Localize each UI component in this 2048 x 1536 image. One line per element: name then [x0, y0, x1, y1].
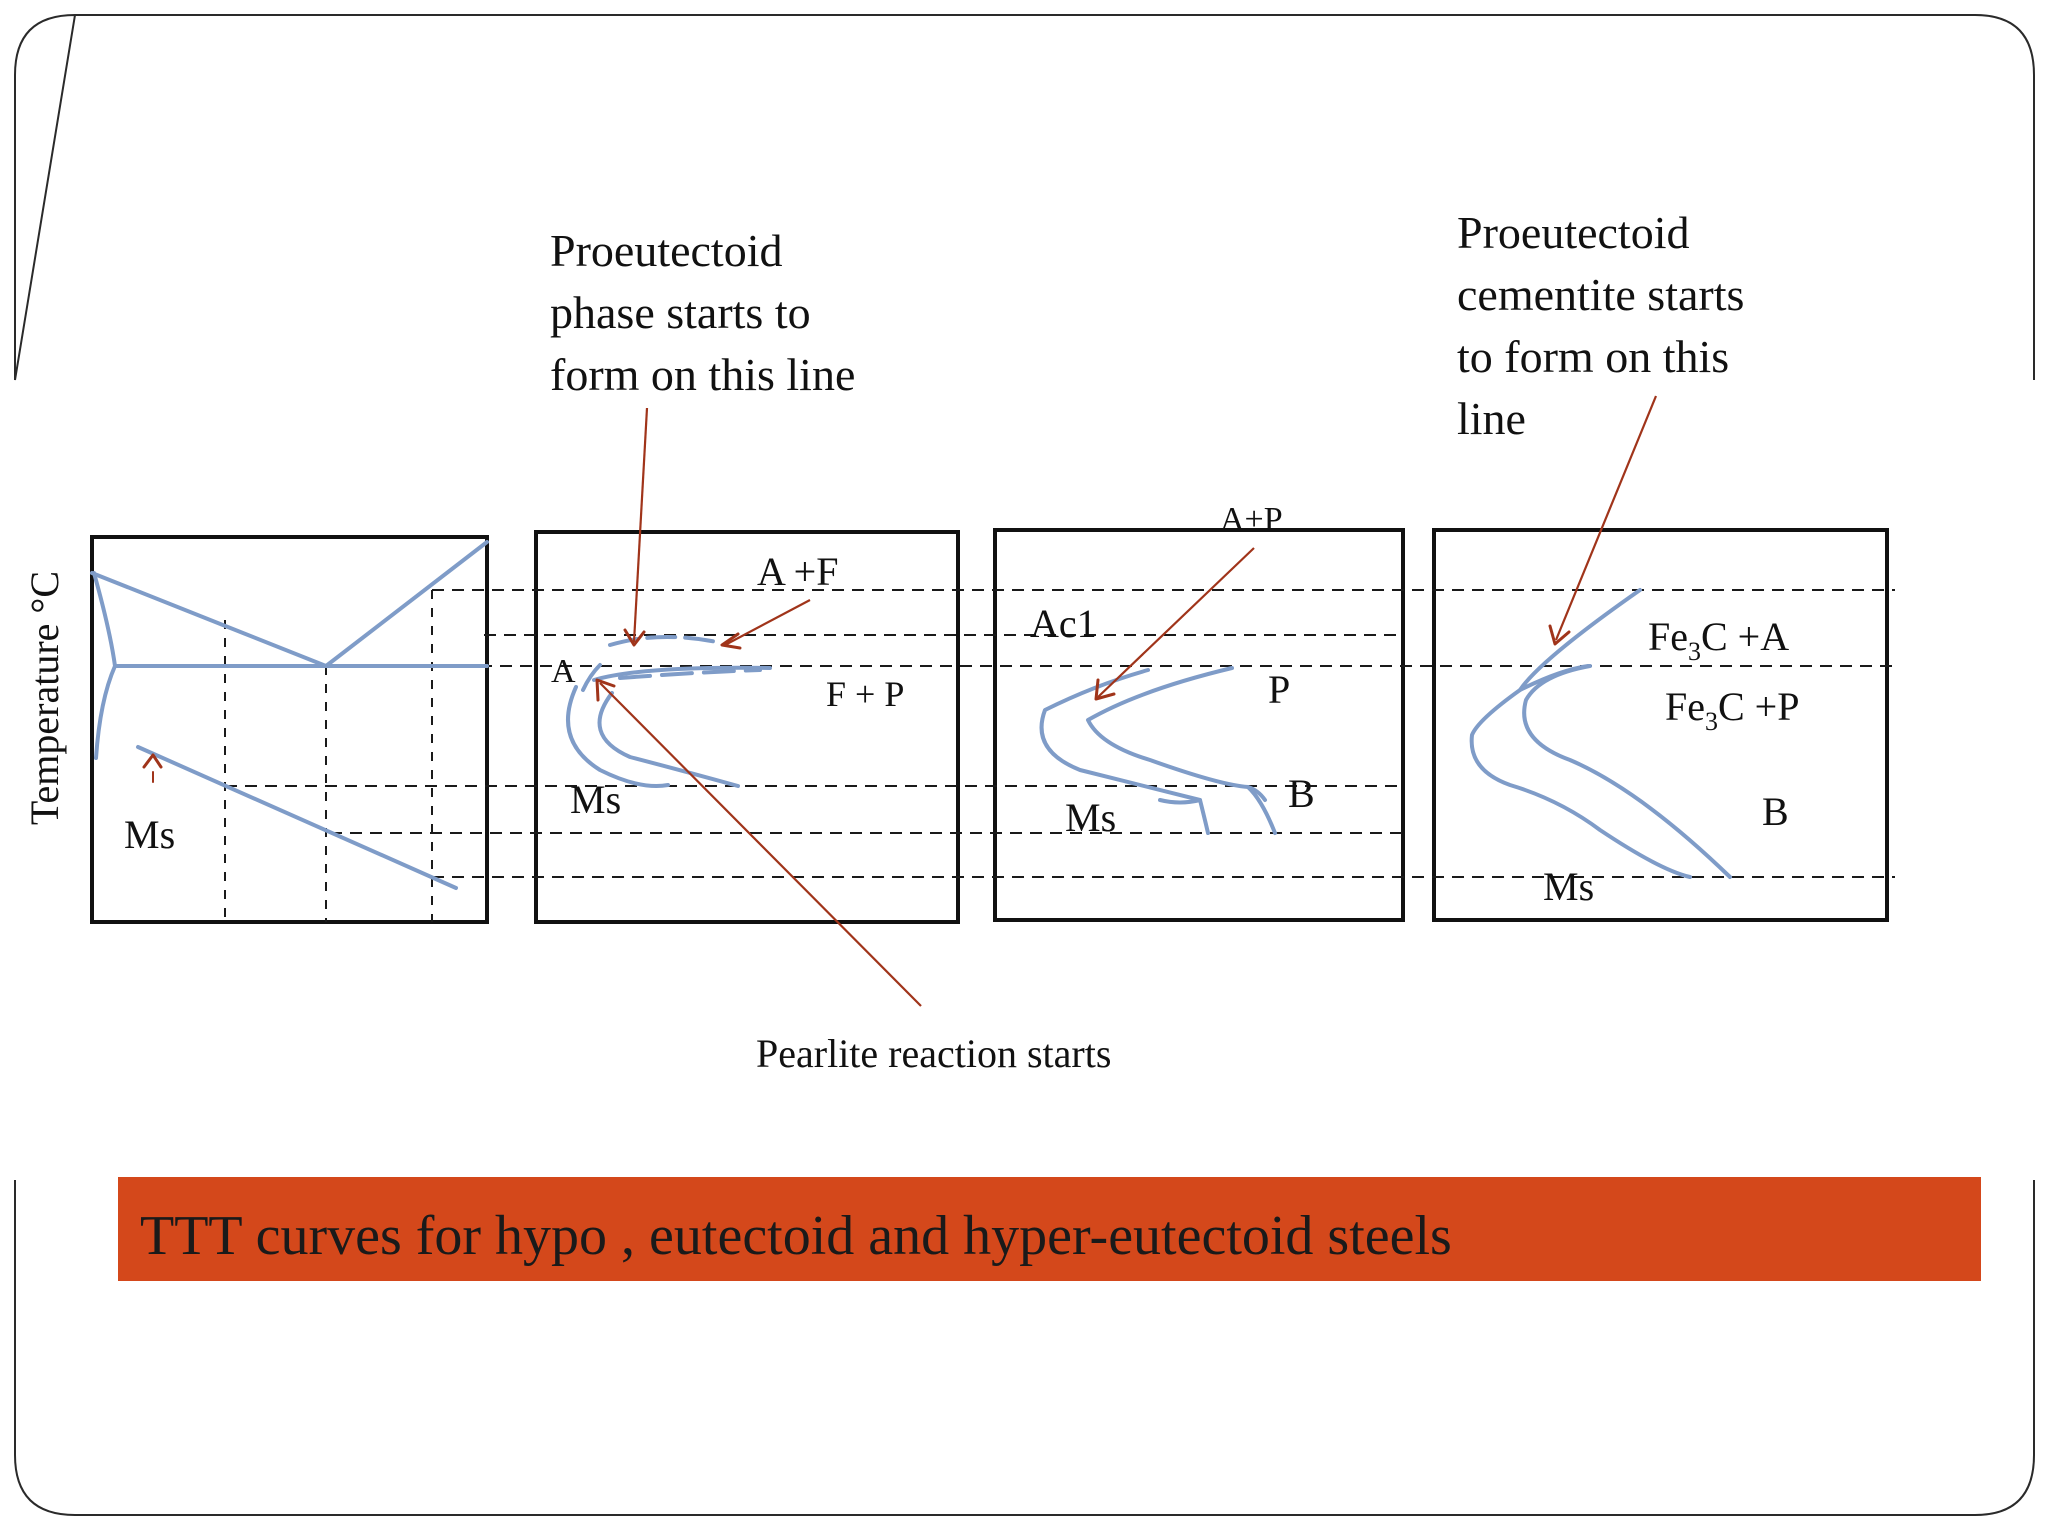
- iron-carbon-diagram: [90, 540, 489, 890]
- panel3-ap-label: A+P: [1220, 501, 1283, 538]
- callout-arrows: [595, 395, 1658, 1007]
- panel4-fe3ca-label: Fe3C +A: [1648, 614, 1789, 666]
- slide-frame: [14, 13, 2035, 1516]
- panel2-a-label: A: [551, 653, 576, 690]
- panel1-ms-label: Ms: [124, 812, 175, 857]
- arrowhead-icon: [623, 628, 646, 647]
- callout-proeutectoid-phase: Proeutectoid phase starts to form on thi…: [550, 225, 855, 400]
- panel3-b-label: B: [1288, 771, 1315, 816]
- callout-proeutectoid-cementite: Proeutectoid cementite starts to form on…: [1457, 207, 1756, 444]
- panel3-ms-label: Ms: [1065, 795, 1116, 840]
- panel2-af-label: A +F: [757, 549, 838, 594]
- panel2-fp-label: F + P: [826, 674, 904, 714]
- hyper-ttt-curves: [1469, 588, 1732, 879]
- arrowhead-icon: [1094, 678, 1116, 701]
- arrowhead-icon: [1548, 624, 1571, 646]
- caption-text: TTT curves for hypo , eutectoid and hype…: [140, 1205, 1452, 1267]
- panel-box-hyper: [1432, 528, 1889, 922]
- y-axis-label: Temperature °C: [22, 571, 67, 825]
- panel3-ac1-label: Ac1: [1030, 601, 1097, 646]
- panel-box-eutectoid: [993, 528, 1405, 922]
- arrowhead-icon: [595, 678, 616, 702]
- ms-arrow-icon: [142, 753, 163, 769]
- panel-box-iron-carbon: [90, 535, 489, 924]
- panel4-ms-label: Ms: [1543, 864, 1594, 909]
- hypo-ttt-curves: [566, 634, 772, 788]
- panel-box-hypo: [534, 530, 960, 924]
- caption-bar: [118, 1177, 1981, 1281]
- callout-pearlite-reaction: Pearlite reaction starts: [756, 1031, 1111, 1076]
- arrowhead-icon: [720, 632, 742, 650]
- eutectoid-ttt-curves: [1039, 666, 1277, 835]
- panel3-p-label: P: [1268, 667, 1290, 712]
- panel4-b-label: B: [1762, 789, 1789, 834]
- panel4-fe3cp-label: Fe3C +P: [1665, 684, 1799, 736]
- panel2-ms-label: Ms: [570, 777, 621, 822]
